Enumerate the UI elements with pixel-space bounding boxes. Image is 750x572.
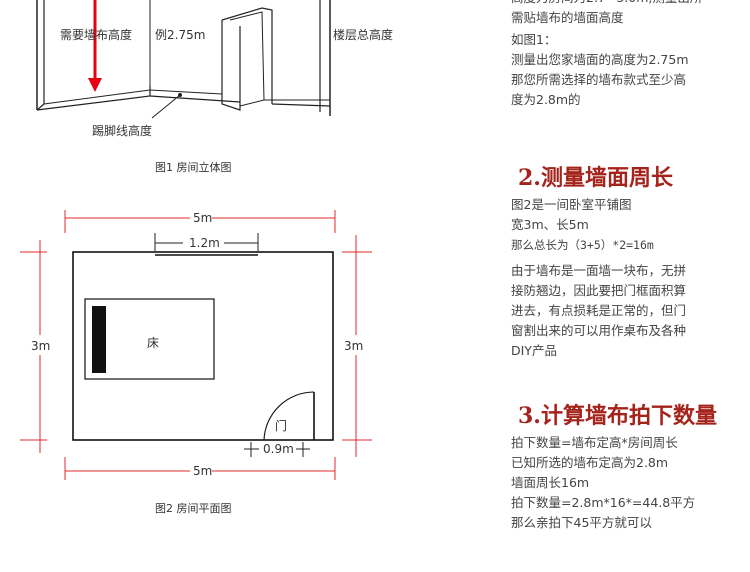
figure2-caption: 图2 房间平面图 bbox=[155, 502, 232, 515]
section1-line: 度为2.8m的 bbox=[511, 92, 581, 107]
section1-partial-line: 需贴墙布的墙面高度 bbox=[511, 10, 624, 25]
figure2-floor-plan bbox=[20, 210, 372, 480]
section3-line: 拍下数量=墙布定高*房间周长 bbox=[511, 435, 678, 450]
figure1-caption: 图1 房间立体图 bbox=[155, 161, 232, 174]
dim-right-width: 3m bbox=[344, 339, 364, 353]
dim-top-length: 5m bbox=[193, 211, 213, 225]
section2-para-line: 接防翘边，因此要把门框面积算 bbox=[511, 283, 687, 298]
section2-heading: 2.测量墙面周长 bbox=[518, 165, 673, 191]
section2-para-line: 由于墙布是一面墙一块布，无拼 bbox=[511, 263, 687, 278]
section2-para-line: 进去，有点损耗是正常的，但门 bbox=[511, 303, 687, 318]
section1-line: 测量出您家墙面的高度为2.75m bbox=[511, 52, 689, 67]
section2-para-line: 窗割出来的可以用作桌布及各种 bbox=[511, 323, 687, 338]
section3-heading: 3.计算墙布拍下数量 bbox=[518, 403, 717, 429]
bed-label: 床 bbox=[147, 336, 160, 350]
label-example-height: 例2.75m bbox=[155, 28, 206, 42]
section2-line: 宽3m、长5m bbox=[511, 217, 589, 232]
section1-text: 高度为房间为2.7~3.0m,测量出所 需贴墙布的墙面高度 如图1： 测量出您家… bbox=[511, 0, 702, 110]
section3-line: 已知所选的墙布定高为2.8m bbox=[511, 455, 669, 470]
dim-left-width: 3m bbox=[31, 339, 51, 353]
section2-formula: 那么总长为（3+5）*2=16m bbox=[511, 238, 654, 252]
section2-para-line: DIY产品 bbox=[511, 343, 557, 358]
figure1-room-3d bbox=[36, 0, 331, 119]
section1-line: 如图1： bbox=[511, 32, 557, 47]
dim-window-width: 1.2m bbox=[189, 236, 220, 250]
section1-partial-line: 高度为房间为2.7~3.0m,测量出所 bbox=[511, 0, 702, 8]
dim-door-width: 0.9m bbox=[263, 442, 294, 456]
section2-text: 图2是一间卧室平铺图 宽3m、长5m 那么总长为（3+5）*2=16m 由于墙布… bbox=[511, 195, 686, 361]
section3-text: 拍下数量=墙布定高*房间周长 已知所选的墙布定高为2.8m 墙面周长16m 拍下… bbox=[511, 433, 695, 533]
door-label: 门 bbox=[275, 419, 288, 433]
label-wall-height: 需要墙布高度 bbox=[60, 28, 133, 42]
section3-line: 墙面周长16m bbox=[511, 475, 590, 490]
section3-line: 拍下数量=2.8m*16*=44.8平方 bbox=[511, 495, 696, 510]
section1-line: 那您所需选择的墙布款式至少高 bbox=[511, 72, 687, 87]
dim-bottom-length: 5m bbox=[193, 464, 213, 478]
label-skirting-height: 踢脚线高度 bbox=[92, 124, 153, 138]
label-floor-height: 楼层总高度 bbox=[333, 28, 394, 42]
section3-line: 那么亲拍下45平方就可以 bbox=[511, 515, 652, 530]
section2-line: 图2是一间卧室平铺图 bbox=[511, 197, 632, 212]
